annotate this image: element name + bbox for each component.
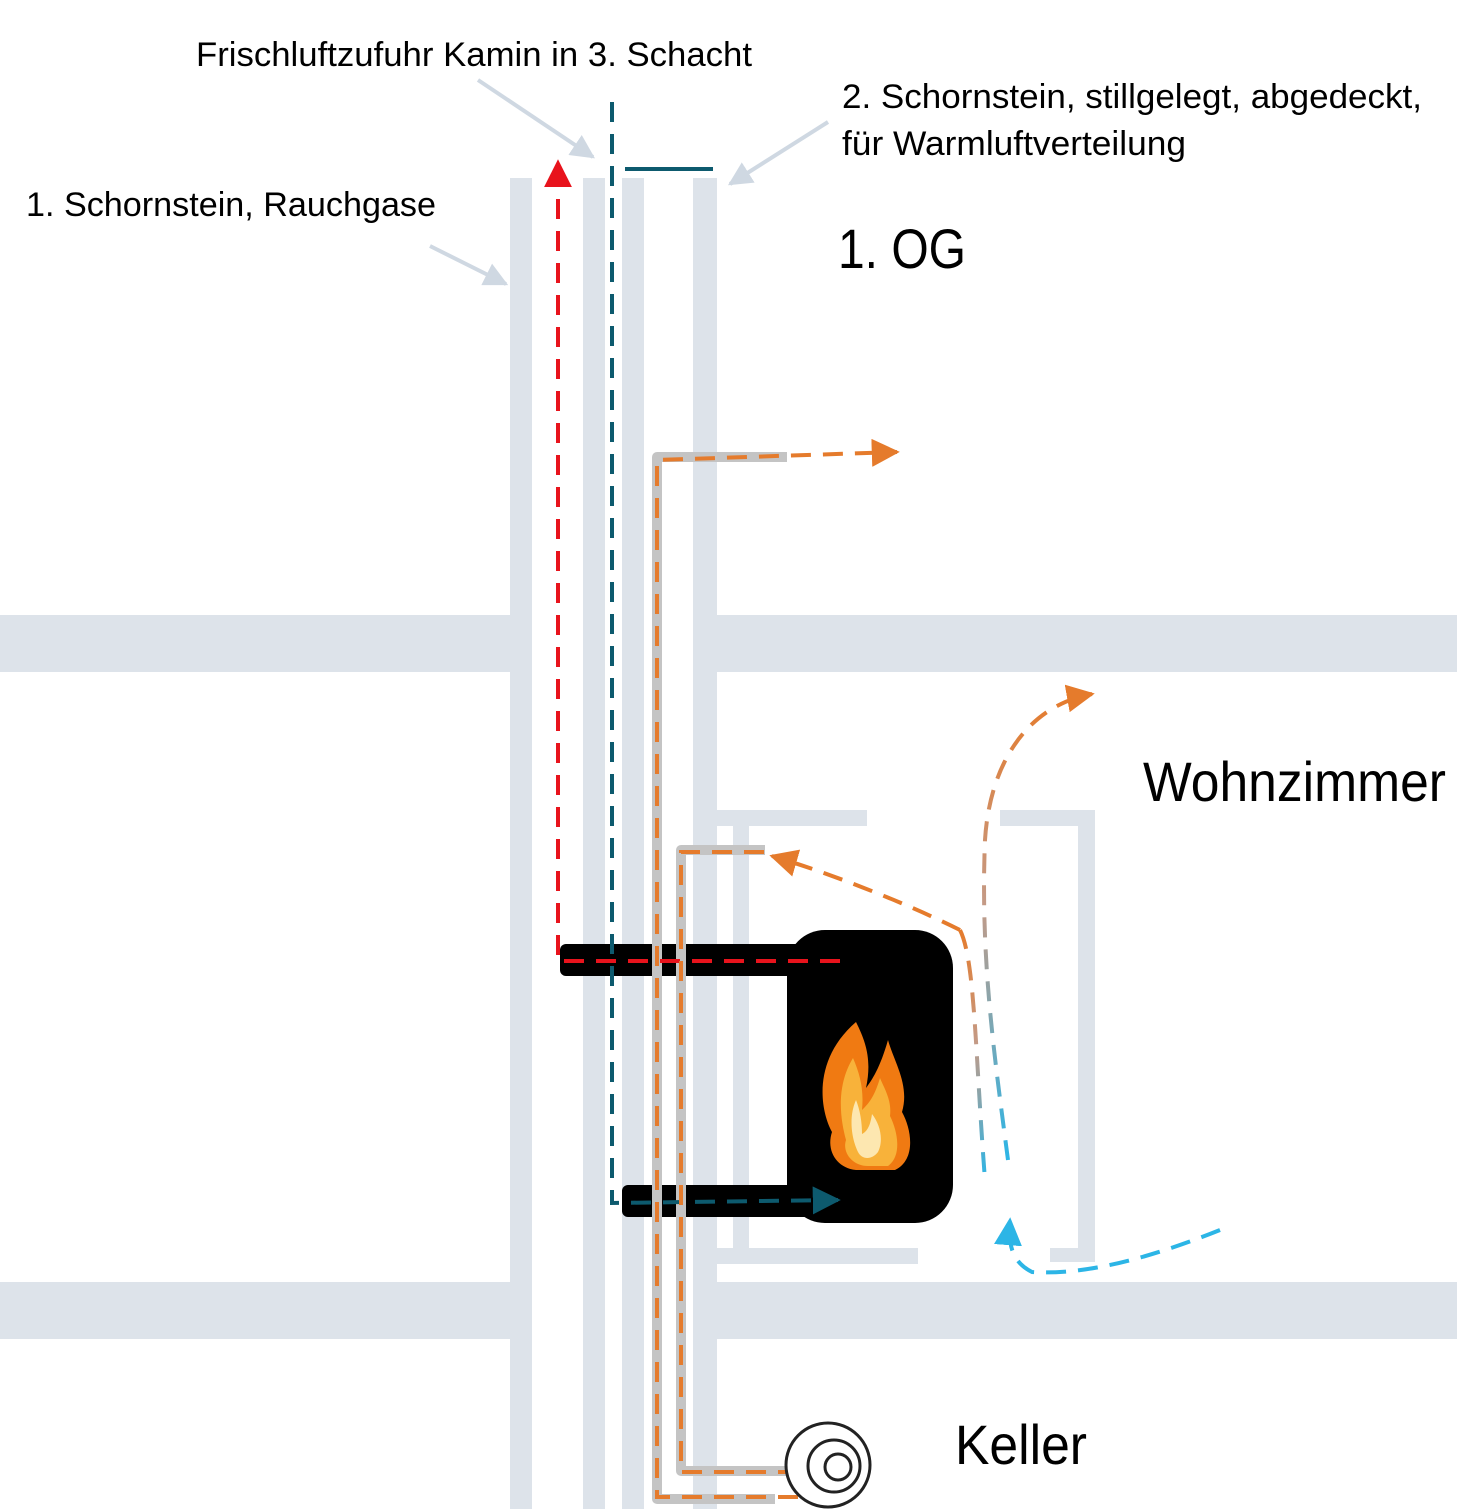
building-structure [0, 178, 1457, 1509]
alcove-top-left [717, 810, 867, 826]
floor-slab-upper-left [0, 615, 510, 672]
alcove-bottom-right [1050, 1248, 1095, 1262]
stove-body [787, 930, 953, 1223]
chimney-wall-4 [693, 178, 717, 1509]
chimney-2-cover [625, 167, 713, 171]
fresh-air-flow [610, 102, 841, 1215]
alcove-bottom [717, 1248, 918, 1264]
warm-air-flow-upper [655, 438, 900, 1499]
label-chimney-2-line1: 2. Schornstein, stillgelegt, abgedeckt, [842, 78, 1422, 116]
floor-slab-upper-right [717, 615, 1457, 672]
room-air-return [769, 849, 961, 932]
stove-icon [560, 930, 953, 1223]
alcove-right-wall [1078, 826, 1095, 1262]
chimney-wall-1 [510, 178, 532, 1509]
leader-fresh-air [476, 78, 595, 159]
warm-air-flow-lower [679, 850, 830, 1474]
label-chimney-2-line2: für Warmluftverteilung [842, 125, 1186, 163]
flow-lines [544, 102, 1221, 1499]
leader-lines [429, 78, 830, 286]
floor-air-flow [994, 1217, 1221, 1275]
label-floor-upper: 1. OG [838, 217, 966, 280]
room-air-return-tail [958, 929, 987, 1181]
label-chimney-1: 1. Schornstein, Rauchgase [26, 186, 436, 224]
fan-icon [784, 1421, 872, 1509]
alcove-top-right [1000, 810, 1095, 826]
leader-chimney-1 [429, 244, 509, 286]
floor-slab-lower-left [0, 1282, 510, 1339]
updraft-flow [982, 684, 1095, 1161]
chimney-wall-2 [583, 178, 605, 1509]
alcove-inner-left [733, 826, 749, 1248]
leader-chimney-2 [727, 120, 830, 186]
label-living-room: Wohnzimmer [1143, 750, 1446, 813]
shaft-3-gap [605, 1260, 622, 1290]
floor-slab-lower-right [717, 1282, 1457, 1339]
flame-icon [822, 1022, 911, 1170]
chimney-wall-3 [622, 178, 644, 1509]
label-basement: Keller [955, 1413, 1087, 1476]
flue-gas-flow [544, 159, 840, 963]
label-fresh-air: Frischluftzufuhr Kamin in 3. Schacht [196, 36, 753, 74]
